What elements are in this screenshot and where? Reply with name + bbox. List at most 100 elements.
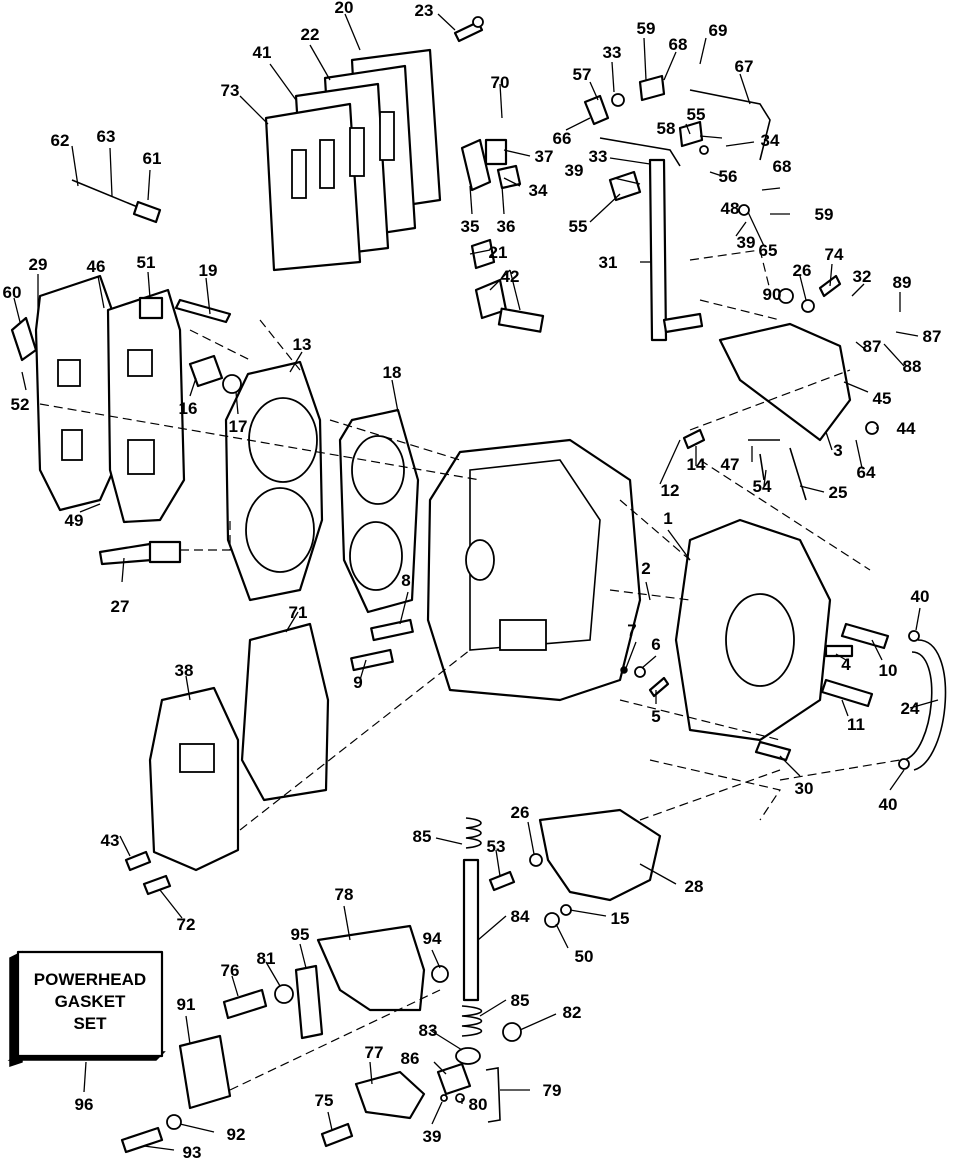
callout-10: 10 bbox=[879, 661, 898, 680]
bypass-cover bbox=[148, 622, 330, 872]
callout-96: 96 bbox=[75, 1095, 94, 1114]
callout-20: 20 bbox=[335, 0, 354, 17]
callout-11: 11 bbox=[847, 715, 865, 734]
assembly-lines bbox=[39, 249, 901, 1091]
callout-42: 42 bbox=[501, 267, 520, 286]
gasket-box-line2: GASKET bbox=[55, 992, 126, 1011]
spark-plug bbox=[98, 540, 182, 566]
callout-46: 46 bbox=[87, 257, 106, 276]
callout-80: 80 bbox=[469, 1095, 488, 1114]
callout-18: 18 bbox=[383, 363, 402, 382]
callout-37: 37 bbox=[535, 147, 554, 166]
callout-95: 95 bbox=[291, 925, 310, 944]
callout-71: 71 bbox=[289, 603, 308, 622]
callout-92: 92 bbox=[227, 1125, 246, 1144]
callout-28: 28 bbox=[685, 877, 704, 896]
gasket-box-line1: POWERHEAD bbox=[34, 970, 146, 989]
callout-32: 32 bbox=[853, 267, 872, 286]
crankcase-half bbox=[674, 518, 832, 742]
callout-45: 45 bbox=[873, 389, 892, 408]
callout-25: 25 bbox=[829, 483, 848, 502]
block-91 bbox=[120, 1034, 232, 1154]
callout-87b: 87 bbox=[863, 337, 882, 356]
callout-41: 41 bbox=[253, 43, 272, 62]
callout-1: 1 bbox=[663, 509, 672, 528]
callout-63: 63 bbox=[97, 127, 116, 146]
choke-fittings bbox=[460, 138, 545, 333]
callout-88: 88 bbox=[903, 357, 922, 376]
lower-linkage bbox=[320, 1062, 501, 1148]
callout-55: 55 bbox=[687, 105, 706, 124]
callout-36: 36 bbox=[497, 217, 516, 236]
fittings-cluster bbox=[138, 296, 242, 394]
callout-40b: 40 bbox=[879, 795, 898, 814]
temp-sender-wire bbox=[71, 179, 162, 224]
callout-87: 87 bbox=[923, 327, 942, 346]
callout-73: 73 bbox=[221, 81, 240, 100]
callout-47: 47 bbox=[721, 455, 740, 474]
exhaust-cover-left bbox=[10, 274, 186, 524]
callout-22: 22 bbox=[301, 25, 320, 44]
callout-31: 31 bbox=[599, 253, 618, 272]
callout-69: 69 bbox=[709, 21, 728, 40]
callout-94: 94 bbox=[423, 929, 442, 948]
callout-21: 21 bbox=[489, 243, 508, 262]
callout-40: 40 bbox=[911, 587, 930, 606]
callout-14: 14 bbox=[687, 455, 706, 474]
callout-70: 70 bbox=[491, 73, 510, 92]
leader-lines bbox=[13, 13, 939, 1151]
callout-52: 52 bbox=[11, 395, 30, 414]
callout-34b: 34 bbox=[529, 181, 548, 200]
callout-33b: 33 bbox=[589, 147, 608, 166]
bolt-23 bbox=[453, 16, 484, 43]
callout-85: 85 bbox=[413, 827, 432, 846]
callout-6: 6 bbox=[651, 635, 660, 654]
cover-bolts bbox=[124, 850, 172, 896]
callout-67: 67 bbox=[735, 57, 754, 76]
callout-19: 19 bbox=[199, 261, 218, 280]
callout-56: 56 bbox=[719, 167, 738, 186]
callout-79: 79 bbox=[543, 1081, 562, 1100]
callout-82: 82 bbox=[563, 1003, 582, 1022]
callout-64: 64 bbox=[857, 463, 876, 482]
callout-86: 86 bbox=[401, 1049, 420, 1068]
callout-93: 93 bbox=[183, 1143, 202, 1161]
washer-82 bbox=[502, 1022, 522, 1042]
crankcase-bolts bbox=[620, 622, 890, 762]
callout-75: 75 bbox=[315, 1091, 334, 1110]
callout-54: 54 bbox=[753, 477, 772, 496]
callout-68: 68 bbox=[669, 35, 688, 54]
callout-48: 48 bbox=[721, 199, 740, 218]
callout-61: 61 bbox=[143, 149, 162, 168]
callout-24: 24 bbox=[901, 699, 920, 718]
callout-26: 26 bbox=[793, 261, 812, 280]
callout-12: 12 bbox=[661, 481, 680, 500]
callout-7: 7 bbox=[627, 621, 636, 640]
cylinder-block bbox=[426, 438, 642, 702]
callout-39: 39 bbox=[565, 161, 584, 180]
callout-58: 58 bbox=[657, 119, 676, 138]
callout-76: 76 bbox=[221, 961, 240, 980]
spring-shaft bbox=[455, 817, 483, 1065]
callout-44: 44 bbox=[897, 419, 916, 438]
callout-30: 30 bbox=[795, 779, 814, 798]
callout-74: 74 bbox=[825, 245, 844, 264]
callout-62: 62 bbox=[51, 131, 70, 150]
callout-2: 2 bbox=[641, 559, 650, 578]
callout-8: 8 bbox=[401, 571, 410, 590]
callout-89: 89 bbox=[893, 273, 912, 292]
throttle-linkage bbox=[583, 74, 771, 216]
callout-59b: 59 bbox=[815, 205, 834, 224]
callout-35: 35 bbox=[461, 217, 480, 236]
head-gasket bbox=[338, 408, 420, 614]
callout-5: 5 bbox=[651, 707, 660, 726]
callout-72: 72 bbox=[177, 915, 196, 934]
callout-39b: 39 bbox=[737, 233, 756, 252]
callout-4: 4 bbox=[841, 655, 851, 674]
callout-38: 38 bbox=[175, 661, 194, 680]
callout-23: 23 bbox=[415, 1, 434, 20]
cylinder-head bbox=[224, 360, 324, 602]
callout-49: 49 bbox=[65, 511, 84, 530]
callout-13: 13 bbox=[293, 335, 312, 354]
callout-27: 27 bbox=[111, 597, 130, 616]
